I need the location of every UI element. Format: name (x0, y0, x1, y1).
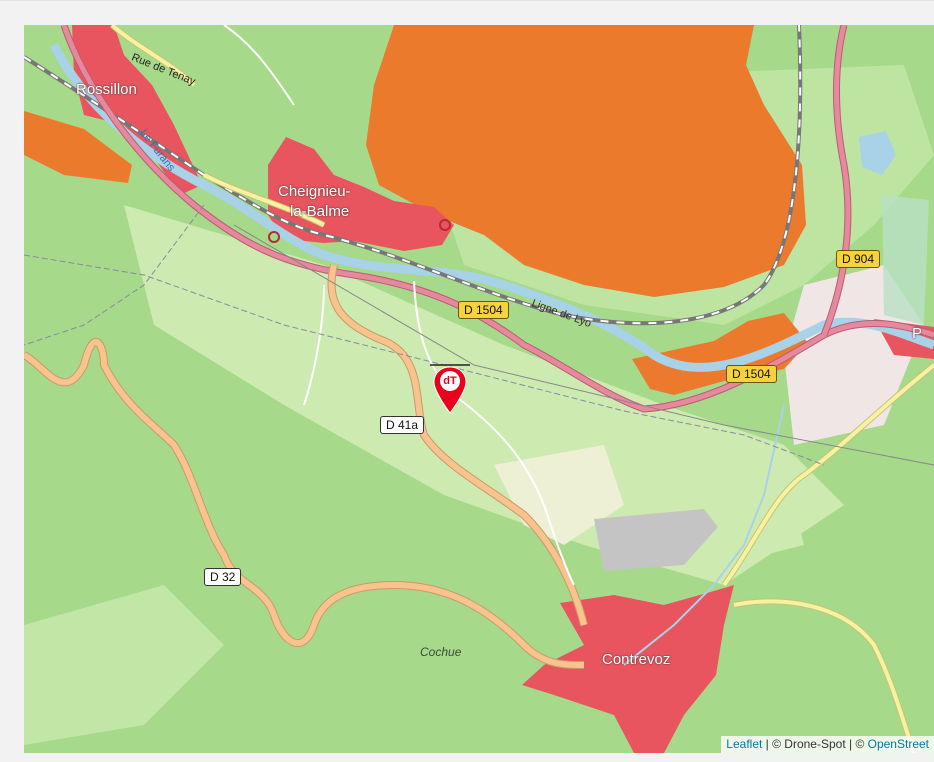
leaflet-link[interactable]: Leaflet (726, 737, 763, 751)
tertiary-road (203, 173, 325, 227)
primary-road-d904 (821, 25, 851, 336)
railway (24, 25, 802, 325)
quarry-area (594, 509, 718, 571)
meadow-area (24, 585, 224, 745)
primary-road-d1504 (61, 25, 934, 412)
drone-spot-map-pin-icon (430, 364, 470, 414)
tertiary-road (722, 363, 934, 587)
zone-marker-circle (439, 219, 451, 231)
tertiary-road (110, 25, 196, 87)
tertiary-road (733, 599, 916, 753)
secondary-road-d41a (328, 264, 587, 626)
power-line (233, 224, 934, 466)
place-label-rossillon: Rossillon (76, 81, 137, 98)
wetland (882, 195, 929, 325)
drone-spot-marker[interactable]: dT (430, 361, 470, 417)
restricted-zone-orange (24, 111, 132, 183)
restricted-zone-orange (366, 25, 806, 297)
restricted-zone-orange (632, 313, 808, 395)
minor-road (303, 284, 325, 406)
locality-label-cochue: Cochue (420, 645, 462, 659)
minor-road (413, 280, 575, 586)
meadow-area (644, 445, 804, 565)
map-tiles (24, 25, 934, 753)
place-label-edge: P (912, 325, 923, 342)
zone-marker-circle (268, 231, 280, 243)
attribution-text: | © Drone-Spot | © (762, 737, 868, 751)
map-viewport[interactable]: Rossillon Cheignieu- la-Balme Contrevoz … (24, 25, 934, 753)
stream (623, 404, 785, 666)
road-shield-d904: D 904 (836, 250, 881, 268)
marker-glyph: dT (443, 375, 457, 387)
road-shield-d1504: D 1504 (726, 365, 777, 383)
map-attribution: Leaflet | © Drone-Spot | © OpenStreet (721, 736, 934, 753)
road-shield-d1504: D 1504 (458, 301, 509, 319)
lake (859, 131, 896, 175)
secondary-road-d32 (24, 338, 585, 668)
restricted-zone-red (522, 585, 734, 753)
road-shield-d41a: D 41a (380, 416, 425, 434)
river (49, 42, 934, 372)
openstreetmap-link[interactable]: OpenStreet (867, 737, 929, 751)
minor-road (223, 25, 295, 106)
road-shield-d32: D 32 (204, 568, 242, 586)
meadow-area (124, 205, 844, 585)
place-label-cheignieu-1: Cheignieu- (278, 183, 351, 200)
admin-boundary (24, 204, 205, 346)
place-label-contrevoz: Contrevoz (602, 651, 671, 668)
place-label-cheignieu-2: la-Balme (290, 203, 350, 220)
